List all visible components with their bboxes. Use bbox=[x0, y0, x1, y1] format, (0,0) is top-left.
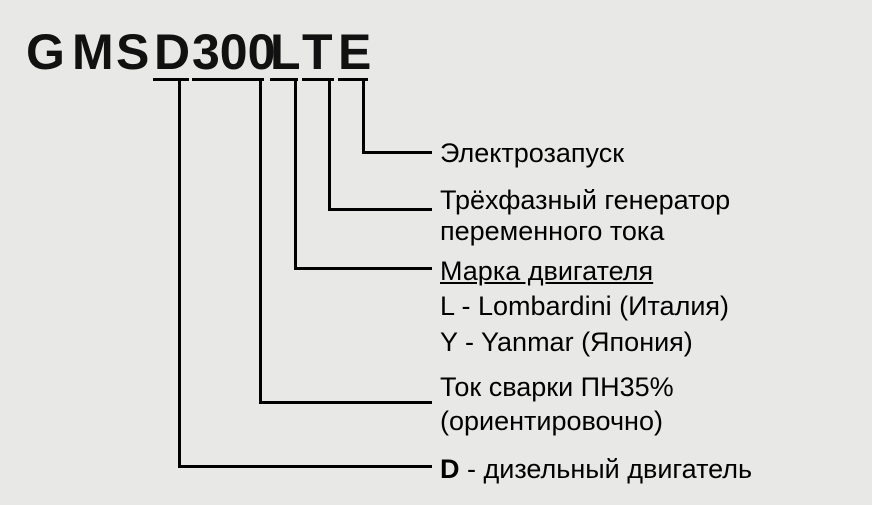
desc-diesel-letter: D bbox=[440, 454, 460, 484]
underline-l bbox=[270, 78, 298, 81]
connector-l-vertical bbox=[294, 78, 297, 270]
underline-e bbox=[338, 78, 368, 81]
underline-300 bbox=[192, 78, 264, 81]
underline-t bbox=[302, 78, 334, 81]
code-letter-l: L bbox=[270, 24, 301, 80]
code-letter-m: M bbox=[72, 24, 114, 80]
code-letter-s: S bbox=[116, 24, 150, 80]
desc-electric-start: Электрозапуск bbox=[440, 138, 625, 168]
code-letter-t: T bbox=[302, 24, 333, 80]
connector-300-vertical bbox=[259, 78, 262, 404]
desc-engine-brand-title: Марка двигателя bbox=[440, 256, 654, 286]
desc-generator-line1: Трёхфазный генератор bbox=[440, 185, 731, 215]
connector-t-horizontal bbox=[328, 208, 432, 211]
code-current-300: 300 bbox=[192, 24, 276, 80]
desc-current-line1: Ток сварки ПН35% bbox=[440, 372, 674, 402]
underline-d bbox=[153, 78, 189, 81]
connector-t-vertical bbox=[328, 78, 331, 211]
connector-d-vertical bbox=[178, 78, 181, 468]
code-letter-d: D bbox=[154, 24, 191, 80]
connector-e-vertical bbox=[362, 78, 365, 154]
desc-engine-brand-lombardini: L - Lombardini (Италия) bbox=[440, 291, 730, 321]
desc-current-line2: (ориентировочно) bbox=[440, 406, 663, 436]
connector-300-horizontal bbox=[259, 401, 432, 404]
desc-diesel: D - дизельный двигатель bbox=[440, 452, 752, 486]
desc-generator-line2: переменного тока bbox=[440, 216, 665, 246]
connector-d-horizontal bbox=[178, 465, 432, 468]
desc-engine-brand-yanmar: Y - Yanmar (Япония) bbox=[440, 327, 693, 357]
code-letter-g: G bbox=[26, 24, 65, 80]
desc-diesel-text: - дизельный двигатель bbox=[459, 454, 753, 484]
connector-l-horizontal bbox=[294, 267, 432, 270]
connector-e-horizontal bbox=[362, 151, 432, 154]
code-letter-e: E bbox=[338, 24, 372, 80]
